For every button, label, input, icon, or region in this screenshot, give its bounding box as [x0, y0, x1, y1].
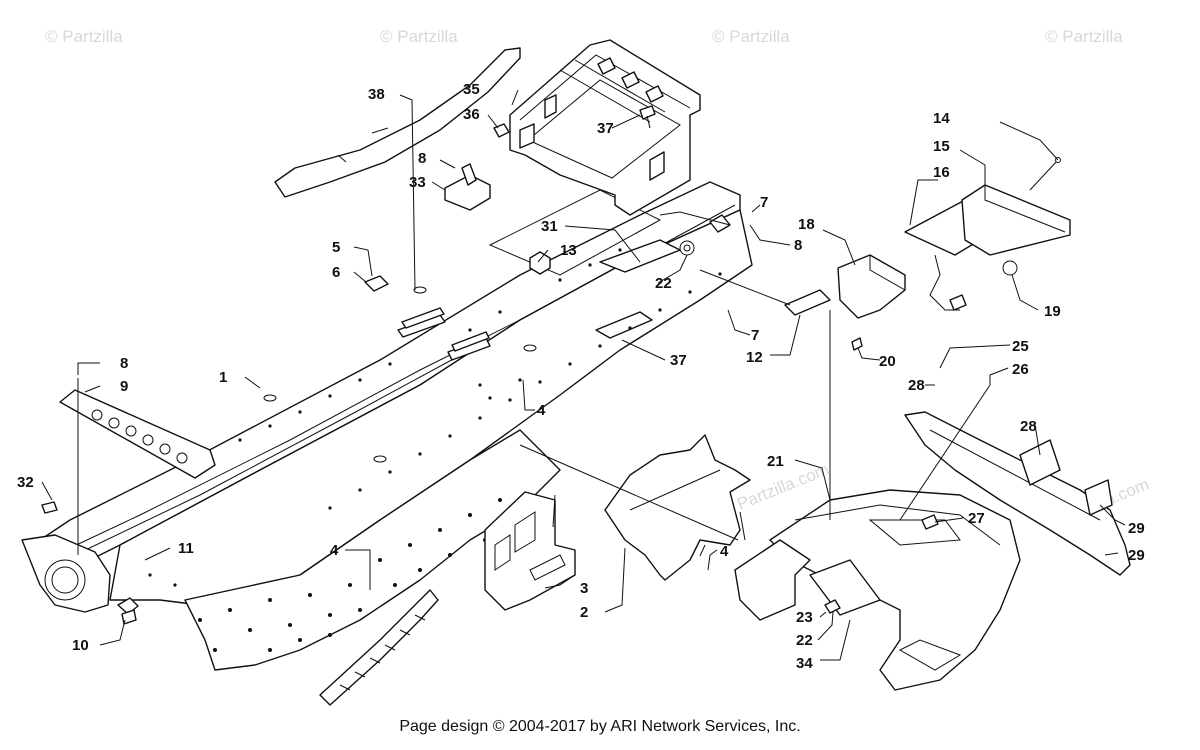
- part-13-block: [529, 251, 551, 275]
- part-9-shield: [59, 389, 216, 479]
- leader-lines: [41, 89, 1126, 661]
- callout-1: 1: [219, 369, 227, 386]
- part-2-guard: [604, 434, 751, 581]
- part-20-bumper: [734, 489, 1021, 691]
- callout-8-right: 8: [794, 237, 802, 254]
- callout-37: 37: [670, 352, 687, 369]
- track-strip: [319, 589, 439, 706]
- callout-28: 28: [1020, 418, 1037, 435]
- part-6-plate: [364, 275, 389, 292]
- callout-2: 2: [580, 604, 588, 621]
- callout-19: 20: [879, 353, 896, 370]
- watermark-2: © Partzilla: [380, 27, 458, 46]
- part-22-grommet: [679, 240, 695, 256]
- callout-15: 15: [933, 138, 950, 155]
- part-29-decal: [1084, 479, 1113, 516]
- part-14-bolt: [1029, 157, 1061, 191]
- part-27-flap: [904, 411, 1131, 576]
- callout-33: 33: [409, 174, 426, 191]
- callout-22-bottom: 23: [796, 609, 813, 626]
- part-3-bracket: [484, 491, 576, 611]
- part-32-tag: [41, 501, 58, 514]
- callout-3: 3: [580, 580, 588, 597]
- callout-4-b: 4: [330, 542, 339, 559]
- part-19-clip: [851, 337, 863, 351]
- callout-5: 5: [332, 239, 340, 256]
- callout-13: 13: [560, 242, 577, 259]
- part-15-housing: [961, 184, 1071, 256]
- callout-18: 19: [1044, 303, 1061, 320]
- callout-32: 32: [17, 474, 34, 491]
- callout-29: 29: [1128, 520, 1145, 537]
- callout-4-a: 4: [537, 402, 546, 419]
- watermark-1: © Partzilla: [45, 27, 123, 46]
- part-28-decal: [1019, 439, 1061, 486]
- footer-credit: Page design © 2004-2017 by ARI Network S…: [399, 718, 801, 735]
- callout-10: 10: [72, 637, 89, 654]
- part-10-clip: [117, 597, 139, 625]
- callout-24: 26: [1012, 361, 1029, 378]
- callout-23: 25: [1012, 338, 1029, 355]
- callout-26: 28: [908, 377, 925, 394]
- callout-9: 9: [120, 378, 128, 395]
- callout-25: 27: [968, 510, 985, 527]
- callout-7-bottom: 7: [751, 327, 759, 344]
- callout-4-c: 4: [720, 543, 729, 560]
- callouts: 38 35 36 37 8 33 5 6 8 9 1 32 11 10 4 4 …: [17, 81, 1145, 672]
- callout-11: 11: [178, 540, 194, 557]
- callout-31: 31: [541, 218, 558, 235]
- callout-12: 12: [746, 349, 763, 366]
- part-18-bulb: [929, 254, 1018, 311]
- callout-20: 21: [767, 453, 784, 470]
- callout-16: 16: [933, 164, 950, 181]
- part-33-bracket: [444, 163, 491, 211]
- part-21-bolt: [824, 599, 841, 614]
- part-38-strip: [274, 47, 521, 198]
- part-25-nut: [921, 514, 939, 530]
- part-12-decal: [784, 289, 831, 316]
- callout-38: 38: [368, 86, 385, 103]
- callout-17: 18: [798, 216, 815, 233]
- watermark-3: © Partzilla: [712, 27, 790, 46]
- callout-7-top: 7: [760, 194, 768, 211]
- part-34-rack: [509, 39, 701, 216]
- callout-6: 6: [332, 264, 340, 281]
- callout-8-left: 8: [120, 355, 128, 372]
- callout-35: 36: [463, 106, 480, 123]
- part-17-base: [837, 254, 906, 319]
- part-36-bolt: [639, 105, 656, 129]
- callout-21: 22: [796, 632, 813, 649]
- callout-14: 14: [933, 110, 950, 127]
- callout-8-top: 8: [418, 150, 426, 167]
- callout-22-top: 22: [655, 275, 672, 292]
- watermark-4: © Partzilla: [1045, 27, 1123, 46]
- part-1-tunnel: [21, 181, 753, 671]
- callout-27: 29: [1128, 547, 1145, 564]
- callout-34: 35: [463, 81, 480, 98]
- callout-36: 37: [597, 120, 614, 137]
- callout-30: 34: [796, 655, 813, 672]
